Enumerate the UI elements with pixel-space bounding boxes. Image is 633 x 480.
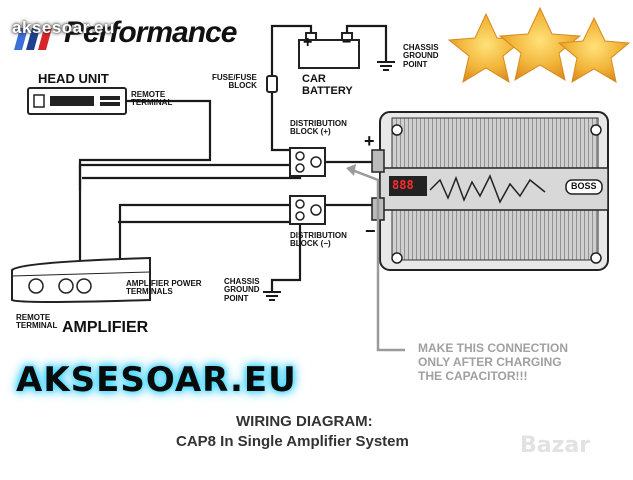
car-battery [298,32,360,69]
dist-pos-label: DISTRIBUTION BLOCK (+) [290,119,347,137]
dist-neg-label: DISTRIBUTION BLOCK (−) [290,231,347,249]
chassis-top-label: CHASSIS GROUND POINT [403,43,439,69]
capacitor-badge: BOSS [571,181,597,191]
chassis-bottom-label: CHASSIS GROUND POINT [224,277,260,303]
battery-label: CAR BATTERY [302,73,353,97]
diagram-subtitle: CAP8 In Single Amplifier System [176,433,409,450]
diagram-title: WIRING DIAGRAM: [236,413,373,430]
amp-power-terminals-label: AMPLIFIER POWER TERMINALS [126,279,202,297]
star-icon [447,12,525,84]
distribution-block-positive [289,147,326,177]
brand-stripes [14,28,52,50]
brand-overlay: aksesoar.eu [12,18,115,37]
head-unit [27,87,127,115]
battery-plus: + [303,34,313,51]
warning-connector [346,164,405,352]
star-icon [498,6,582,82]
star-icon [557,16,631,84]
amplifier [11,256,151,303]
fuse [266,75,278,93]
head-unit-label: HEAD UNIT [38,71,109,86]
battery-minus: − [342,34,352,51]
amplifier-label: AMPLIFIER [62,319,149,336]
brand-performance: Performance [64,16,237,49]
amp-remote-label: REMOTE TERMINAL [16,313,58,331]
capacitor-plus: + [364,131,375,151]
watermark-logo: Bazar [520,433,591,458]
chassis-ground-bottom [263,291,281,301]
capacitor [371,111,609,271]
capacitor-display: 888 [392,178,414,192]
head-unit-remote-label: REMOTE TERMINAL [131,90,173,108]
fuse-label: FUSE/FUSE BLOCK [212,73,257,91]
site-title: AKSESOAR.EU [16,360,297,400]
warning-text: MAKE THIS CONNECTION ONLY AFTER CHARGING… [418,341,568,383]
chassis-ground-top [377,61,395,71]
capacitor-minus: − [365,221,376,241]
distribution-block-negative [289,195,326,225]
rating-stars [447,6,631,84]
